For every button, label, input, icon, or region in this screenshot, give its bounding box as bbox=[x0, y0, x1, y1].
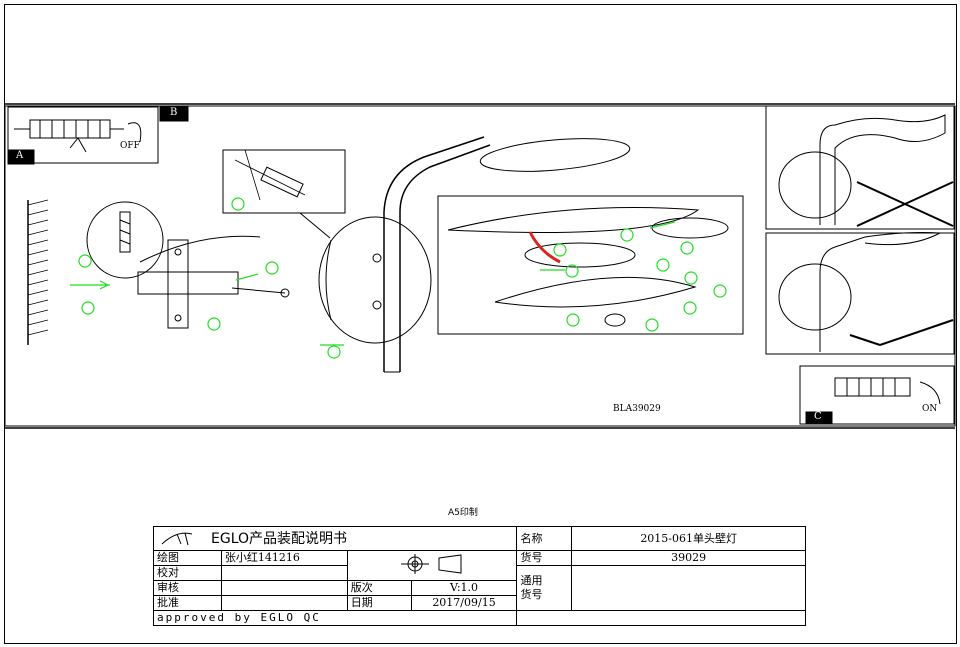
part-no-label: 货号 bbox=[516, 550, 573, 566]
model-code: BLA39029 bbox=[613, 404, 661, 414]
wall-plug-icon bbox=[119, 211, 131, 253]
name-label: 名称 bbox=[516, 526, 573, 551]
version-label: 版次 bbox=[346, 580, 412, 596]
shade-cap bbox=[651, 217, 729, 239]
review-label: 审核 bbox=[153, 580, 222, 596]
title-block: EGLO产品装配说明书 名称 2015-061单头壁灯 绘图 张小红141216… bbox=[152, 526, 806, 626]
panel-wrong-box bbox=[765, 105, 955, 230]
knob bbox=[604, 313, 626, 327]
drawing-value: 张小红141216 bbox=[220, 550, 348, 566]
version-value: V:1.0 bbox=[410, 580, 518, 596]
check-mark-icon bbox=[849, 319, 954, 346]
check-label: 校对 bbox=[153, 565, 222, 581]
red-wire bbox=[528, 231, 561, 264]
approved-text: approved by EGLO QC bbox=[152, 610, 518, 626]
off-label: OFF bbox=[120, 141, 140, 151]
wiring-detail-box bbox=[222, 149, 346, 214]
hand-icon bbox=[69, 137, 87, 153]
brand-title: EGLO产品装配说明书 bbox=[211, 530, 348, 547]
screw-icon bbox=[231, 287, 290, 298]
panel-a-label: A bbox=[16, 150, 24, 161]
on-arrow bbox=[919, 381, 941, 405]
panel-a-box bbox=[7, 106, 159, 164]
logo-icon bbox=[161, 532, 193, 545]
terminal-block-icon bbox=[14, 119, 124, 139]
wall-hatch bbox=[27, 199, 49, 336]
mounting-bracket bbox=[167, 239, 189, 329]
on-label: ON bbox=[922, 404, 938, 414]
off-arrow bbox=[127, 122, 142, 143]
wall-plate bbox=[318, 216, 432, 344]
bracket-cable bbox=[139, 235, 261, 263]
date-value: 2017/09/15 bbox=[410, 595, 518, 611]
bulb-holder bbox=[524, 242, 636, 268]
panel-right-box bbox=[765, 232, 955, 355]
date-label: 日期 bbox=[346, 595, 412, 611]
drawing-label: 绘图 bbox=[153, 550, 222, 566]
panel-c-box bbox=[799, 365, 955, 425]
approve-label: 批准 bbox=[153, 595, 222, 611]
wall-plug-detail bbox=[86, 201, 164, 279]
projection-icon bbox=[401, 553, 462, 574]
drawing-area-border bbox=[4, 105, 956, 427]
bracket-bar bbox=[137, 271, 239, 295]
print-note: A5印制 bbox=[448, 508, 478, 518]
shade-glass bbox=[494, 276, 697, 308]
part-no-value: 39029 bbox=[571, 550, 806, 566]
projection-symbol bbox=[346, 550, 518, 581]
name-value: 2015-061单头壁灯 bbox=[571, 526, 806, 551]
shade-detail-box bbox=[437, 195, 744, 335]
lamp-arm bbox=[399, 144, 491, 372]
panel-a-tag bbox=[7, 149, 35, 165]
general-label: 通用 货号 bbox=[516, 565, 573, 611]
lamp-shade bbox=[479, 138, 631, 172]
cross-out-icon bbox=[856, 181, 954, 227]
panel-b-label: B bbox=[170, 107, 178, 118]
panel-c-label: C bbox=[814, 411, 822, 422]
